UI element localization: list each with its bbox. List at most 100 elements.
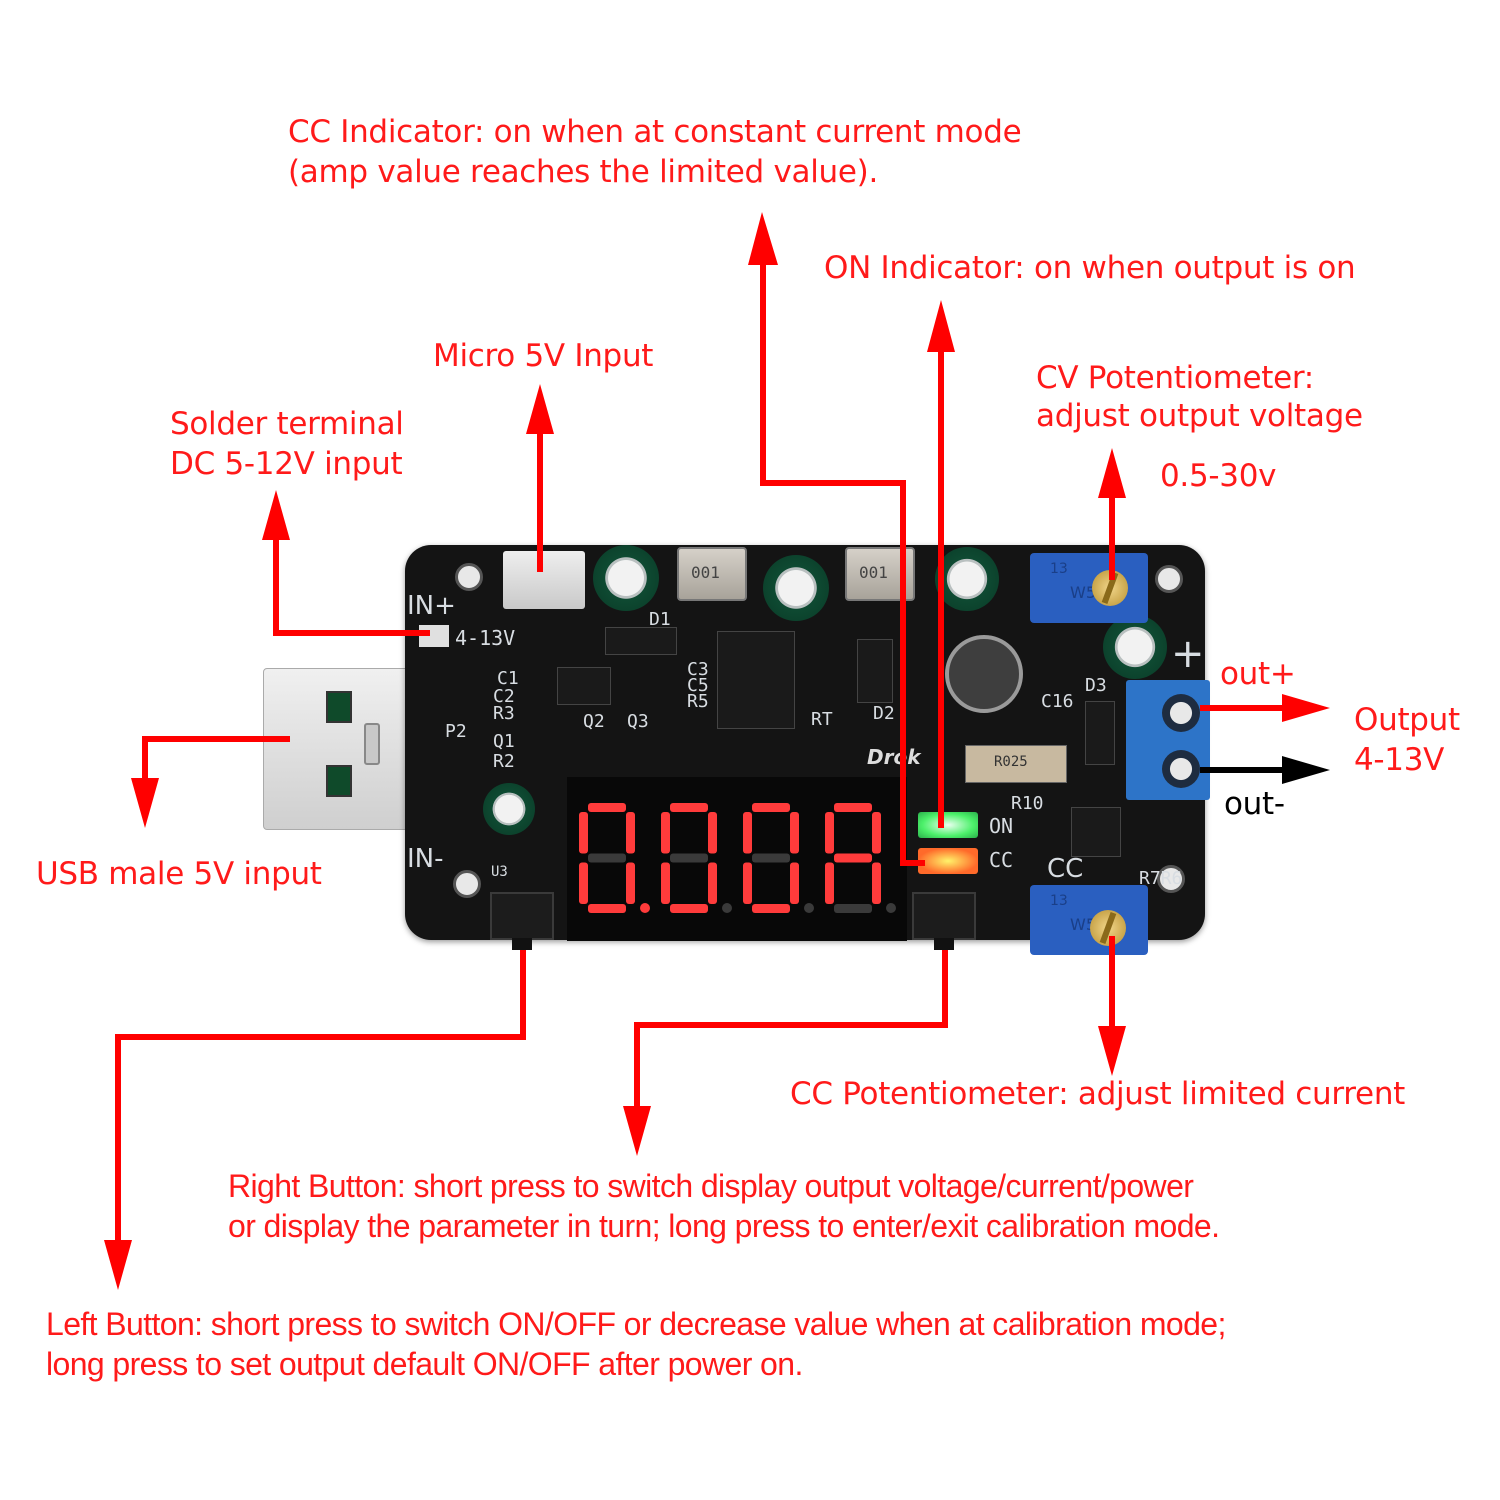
right-button[interactable] xyxy=(912,892,976,950)
silk-ref: Q1 xyxy=(493,731,515,752)
cc-indicator-label-line1: CC Indicator: on when at constant curren… xyxy=(288,114,1022,150)
on-indicator-led xyxy=(918,812,978,838)
silk-ref: Q3 xyxy=(627,711,649,732)
silk-ref: C16 xyxy=(1041,691,1074,712)
micro-input-label: Micro 5V Input xyxy=(433,338,654,374)
arrow-micro-input xyxy=(526,384,554,572)
segment-a xyxy=(752,803,790,812)
cv-pot-label-line2: adjust output voltage xyxy=(1036,398,1363,434)
right-button-label-line1: Right Button: short press to switch disp… xyxy=(228,1168,1194,1204)
output-label-line1: Output xyxy=(1354,702,1460,738)
segment-c xyxy=(790,862,799,904)
diode-d3 xyxy=(1085,701,1115,765)
pot-num: 13 xyxy=(1050,561,1068,577)
usb-pin xyxy=(326,691,352,723)
silk-in-minus: IN- xyxy=(407,844,444,874)
inductor-code: 001 xyxy=(859,563,888,582)
capacitor xyxy=(483,783,535,835)
arrow-right-button xyxy=(623,950,948,1156)
shunt-resistor: R025 xyxy=(965,745,1067,783)
segment-b xyxy=(790,812,799,854)
left-button-label-line2: long press to set output default ON/OFF … xyxy=(46,1346,803,1382)
output-terminal-block xyxy=(1126,680,1210,800)
cc-pot-label: CC Potentiometer: adjust limited current xyxy=(790,1076,1406,1112)
segment-d xyxy=(588,904,626,913)
cv-pot-label-line1: CV Potentiometer: xyxy=(1036,360,1314,396)
segment-e xyxy=(661,862,670,904)
solder-terminal-label-line1: Solder terminal xyxy=(170,406,404,442)
segment-c xyxy=(872,862,881,904)
segment-c xyxy=(626,862,635,904)
capacitor xyxy=(1103,615,1167,679)
cc-pot-screw[interactable] xyxy=(1090,910,1126,946)
cv-pot-range: 0.5-30v xyxy=(1160,458,1277,494)
silk-ref: C3 xyxy=(687,659,709,680)
segment-f xyxy=(825,812,834,854)
seven-segment-display xyxy=(567,777,907,941)
segment-g xyxy=(588,853,626,863)
right-button-label-line2: or display the parameter in turn; long p… xyxy=(228,1208,1220,1244)
left-button[interactable] xyxy=(490,892,554,950)
ic-chip xyxy=(1071,807,1121,857)
segment-d xyxy=(834,904,872,913)
terminal-screw-positive[interactable] xyxy=(1162,694,1200,732)
inductor-code: 001 xyxy=(691,563,720,582)
left-button-stem[interactable] xyxy=(512,938,532,950)
silk-ref: R5 xyxy=(687,691,709,712)
usb-input-label: USB male 5V input xyxy=(36,856,322,892)
left-button-label-line1: Left Button: short press to switch ON/OF… xyxy=(46,1306,1226,1342)
out-plus-label: out+ xyxy=(1220,656,1296,692)
segment-e xyxy=(579,862,588,904)
out-minus-label: out- xyxy=(1224,786,1285,822)
segment-e xyxy=(743,862,752,904)
cv-potentiometer[interactable]: 13 W503 xyxy=(1030,553,1148,623)
silk-ref: D1 xyxy=(649,609,671,630)
segment-b xyxy=(872,812,881,854)
diode-d2 xyxy=(857,639,893,703)
mounting-hole xyxy=(455,563,483,591)
decimal-point xyxy=(886,903,896,913)
silk-ref: C1 xyxy=(497,668,519,689)
segment-c xyxy=(708,862,717,904)
inductor: 001 xyxy=(845,547,915,601)
segment-b xyxy=(626,812,635,854)
brand-logo: Drok xyxy=(867,745,921,769)
on-indicator-label: ON Indicator: on when output is on xyxy=(824,250,1356,286)
micro-usb-port xyxy=(503,551,585,609)
shunt-code: R025 xyxy=(994,754,1028,770)
segment-e xyxy=(825,862,834,904)
silk-in-plus: IN+ xyxy=(407,591,456,621)
segment-f xyxy=(743,812,752,854)
usb-slot xyxy=(364,723,380,765)
silk-ref: Q2 xyxy=(583,711,605,732)
arrow-out-minus xyxy=(1200,756,1330,784)
capacitor xyxy=(763,555,829,621)
silk-cc: CC xyxy=(1047,854,1084,884)
right-button-stem[interactable] xyxy=(934,938,954,950)
display-digits xyxy=(579,803,896,913)
segment-a xyxy=(670,803,708,812)
silk-ref: R3 xyxy=(493,703,515,724)
segment-f xyxy=(579,812,588,854)
arrow-out-plus xyxy=(1200,694,1330,722)
silk-ref: R2 xyxy=(493,751,515,772)
capacitor xyxy=(935,547,999,611)
arrow-cc-pot xyxy=(1098,936,1126,1076)
mounting-hole xyxy=(453,870,481,898)
mounting-hole xyxy=(1155,565,1183,593)
usb-pin xyxy=(326,765,352,797)
power-inductor xyxy=(945,635,1023,713)
silk-ref: C2 xyxy=(493,686,515,707)
cc-indicator-label-line2: (amp value reaches the limited value). xyxy=(288,154,878,190)
cc-potentiometer[interactable]: 13 W503 xyxy=(1030,885,1148,955)
segment-d xyxy=(752,904,790,913)
regulator-chip xyxy=(717,631,795,729)
segment-a xyxy=(588,803,626,812)
silk-ref: R7R6 xyxy=(1139,868,1183,889)
silk-cc-led: CC xyxy=(989,848,1014,872)
segment-g xyxy=(752,853,790,863)
pot-num: 13 xyxy=(1050,893,1068,909)
cc-indicator-led xyxy=(918,848,978,874)
terminal-screw-negative[interactable] xyxy=(1162,750,1200,788)
cv-pot-screw[interactable] xyxy=(1092,570,1128,606)
